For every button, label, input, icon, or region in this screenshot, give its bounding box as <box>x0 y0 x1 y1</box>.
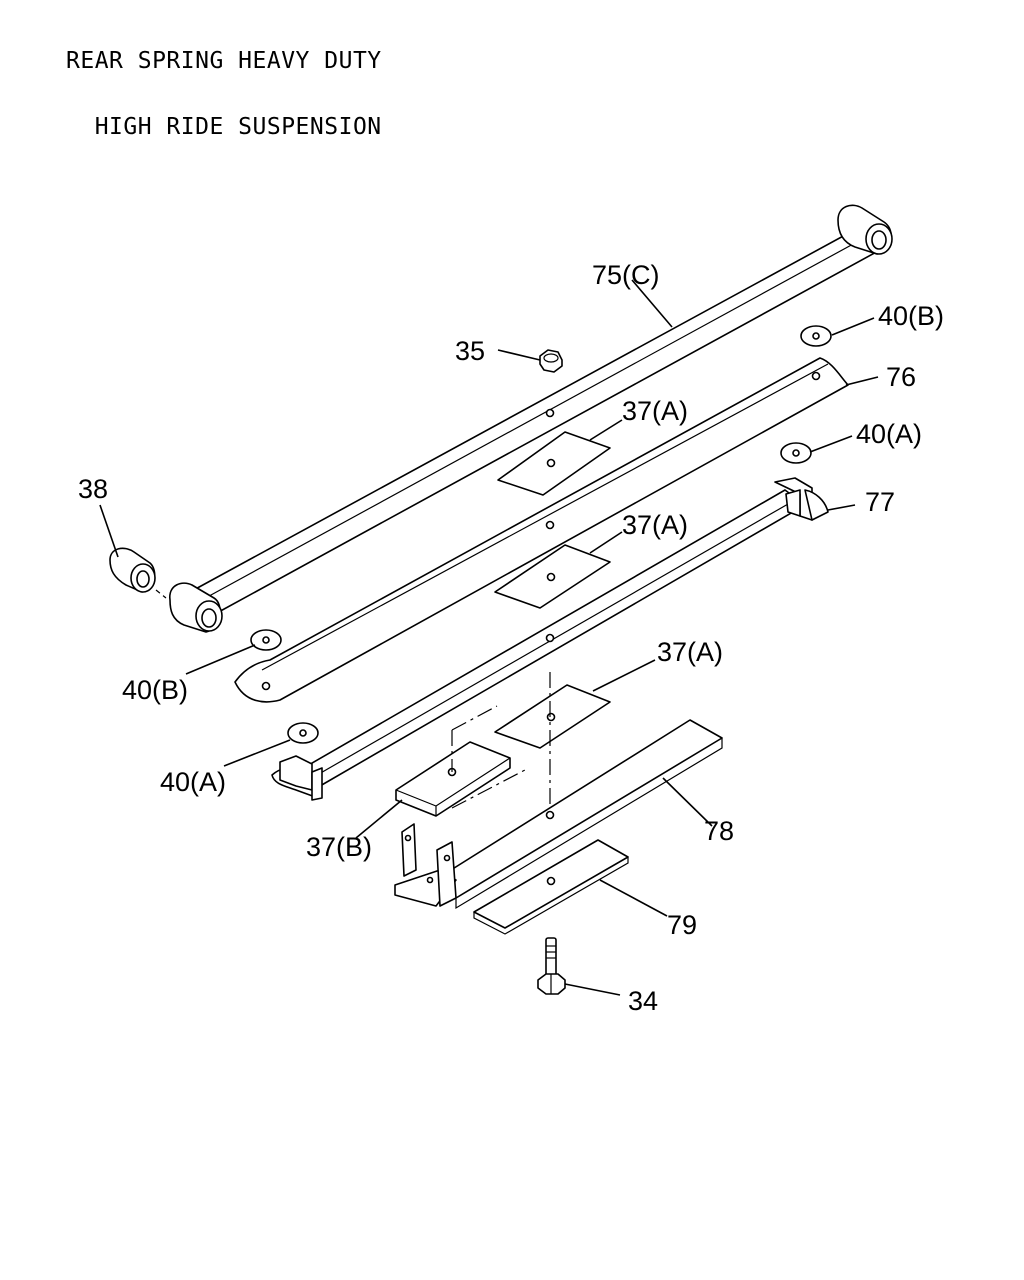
part-37a-pad-2 <box>494 544 611 609</box>
part-78-lower-leaf <box>394 719 723 910</box>
callout-37b: 37(B) <box>306 832 372 862</box>
leader-lines <box>99 279 879 996</box>
callout-35: 35 <box>455 336 485 366</box>
callout-38: 38 <box>78 474 108 504</box>
part-76-second-leaf <box>234 357 849 703</box>
part-35-nut <box>539 349 563 373</box>
callout-34: 34 <box>628 986 658 1016</box>
callout-40b-top: 40(B) <box>878 301 944 331</box>
part-37a-pad-3 <box>494 684 611 749</box>
callout-37a-3: 37(A) <box>657 637 723 667</box>
part-79-bottom-plate <box>473 839 629 935</box>
part-40a-washer-top <box>780 442 812 464</box>
callout-79: 79 <box>667 910 697 940</box>
part-40a-washer-left <box>287 722 319 744</box>
callout-40b-left: 40(B) <box>122 675 188 705</box>
title-line-2: HIGH RIDE SUSPENSION <box>66 114 382 140</box>
callout-labels: 75(C) 35 40(B) 76 37(A) 40(A) 38 77 37(A… <box>78 260 944 1016</box>
part-37b-pad <box>395 741 511 817</box>
callout-76: 76 <box>886 362 916 392</box>
callout-78: 78 <box>704 816 734 846</box>
part-40b-washer-top <box>800 325 832 347</box>
callout-77: 77 <box>865 487 895 517</box>
callout-75c: 75(C) <box>592 260 660 290</box>
part-37a-pad-1 <box>497 431 611 496</box>
callout-37a-1: 37(A) <box>622 396 688 426</box>
diagram-title: REAR SPRING HEAVY DUTY HIGH RIDE SUSPENS… <box>66 6 382 160</box>
callout-40a-top: 40(A) <box>856 419 922 449</box>
part-34-bolt <box>537 937 566 995</box>
part-75-main-leaf <box>169 204 893 633</box>
title-line-1: REAR SPRING HEAVY DUTY <box>66 48 382 74</box>
assembly-lines <box>451 672 551 812</box>
callout-40a-left: 40(A) <box>160 767 226 797</box>
part-77-third-leaf <box>271 477 829 801</box>
part-40b-washer-left <box>250 629 282 651</box>
part-38-bushing <box>109 547 167 599</box>
callout-37a-2: 37(A) <box>622 510 688 540</box>
